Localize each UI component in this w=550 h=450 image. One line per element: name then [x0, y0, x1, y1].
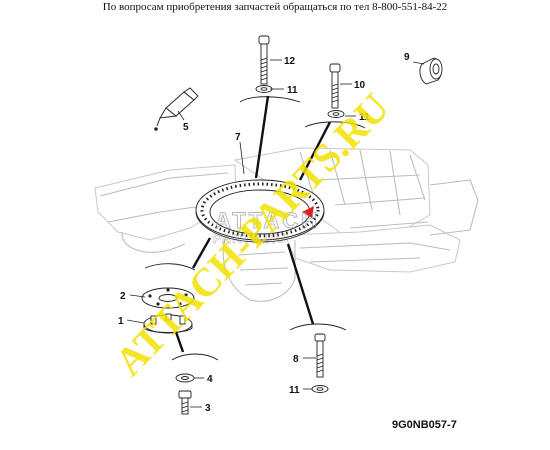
callout-leaders — [126, 59, 425, 408]
swing-center-column — [222, 237, 296, 302]
plate-1 — [143, 313, 193, 334]
bolt-12 — [258, 35, 270, 85]
callout-11-bottom: 11 — [289, 385, 300, 396]
bolt-10 — [329, 63, 341, 109]
bolt-3 — [178, 390, 192, 415]
sealant-tube-5 — [154, 87, 199, 131]
washer-11-top-left — [255, 85, 273, 93]
upper-frame-cross — [317, 174, 429, 229]
callout-12: 12 — [284, 56, 296, 67]
callout-8: 8 — [293, 354, 299, 365]
header-contact-text: По вопросам приобретения запчастей обращ… — [102, 1, 448, 13]
washer-4 — [175, 373, 195, 383]
callout-11-top-left: 11 — [287, 85, 298, 96]
plate-2 — [141, 287, 195, 309]
callout-9: 9 — [404, 52, 410, 63]
logo-watermark-bottom: PARTS.RU — [213, 231, 286, 246]
washer-11-bottom — [311, 385, 329, 393]
callout-numbers: 12 11 10 11 9 5 7 2 1 4 3 8 11 — [118, 52, 410, 414]
upper-frame-body — [233, 147, 431, 241]
track-frame-right — [284, 224, 461, 273]
callout-5: 5 — [183, 122, 189, 133]
bolt-8 — [314, 333, 326, 378]
upper-frame-ribs — [299, 149, 426, 216]
connector-lines — [174, 95, 332, 353]
callout-3: 3 — [205, 403, 211, 414]
logo-watermark: ATTACH PARTS.RU — [213, 208, 320, 247]
callout-10: 10 — [354, 80, 366, 91]
frame-extension-right — [429, 179, 479, 236]
break-arcs — [144, 96, 366, 361]
swing-center-detail — [237, 251, 289, 286]
callout-2: 2 — [120, 291, 126, 302]
cap-9 — [419, 57, 443, 85]
drawing-reference-code: 9G0NB057-7 — [392, 419, 457, 431]
washer-11-top-right — [327, 110, 345, 118]
track-frame-left-inner — [99, 172, 229, 223]
swing-bearing-ring — [195, 179, 325, 243]
callout-11-top-right: 11 — [359, 112, 370, 123]
track-frame-right-inner — [299, 242, 451, 263]
logo-watermark-top: ATTACH — [215, 208, 320, 233]
callout-4: 4 — [207, 374, 213, 385]
callout-1: 1 — [118, 316, 124, 327]
ring-marker — [302, 206, 314, 218]
track-shoe-left — [121, 231, 186, 253]
callout-7: 7 — [235, 132, 241, 143]
